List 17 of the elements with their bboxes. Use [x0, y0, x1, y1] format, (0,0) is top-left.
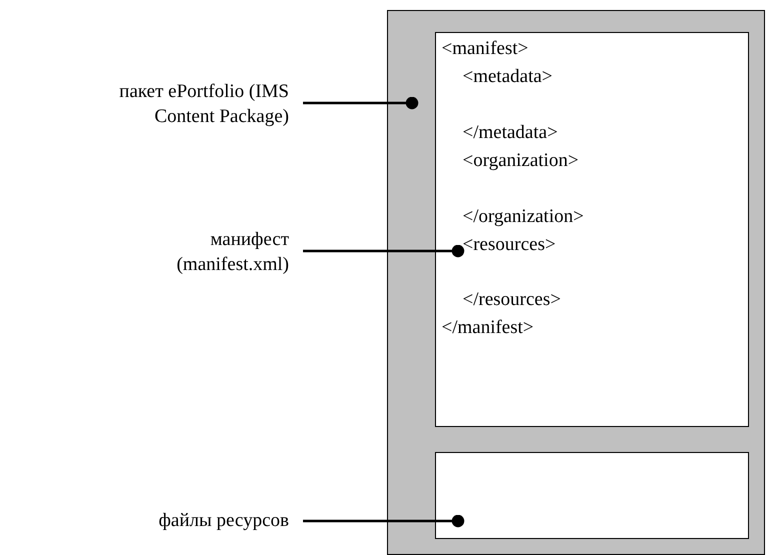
callout-label: файлы ресурсов [9, 508, 289, 533]
xml-tag: </organization> [462, 204, 584, 228]
xml-tag: <resources> [462, 232, 556, 256]
package-panel [387, 10, 765, 555]
callout-label: пакет ePortfolio (IMS Content Package) [89, 79, 289, 129]
leader-line [303, 244, 464, 258]
leader-line [303, 96, 418, 110]
xml-tag: </resources> [462, 288, 561, 312]
xml-tag: <metadata> [462, 64, 552, 88]
xml-tag: <organization> [462, 148, 579, 172]
xml-tag: </manifest> [442, 316, 534, 340]
xml-tag: <manifest> [442, 36, 528, 60]
manifest-box [434, 32, 748, 426]
callout-label: манифест (manifest.xml) [139, 227, 289, 277]
xml-tag: </metadata> [462, 120, 558, 144]
leader-line [303, 514, 464, 528]
resource-files-box [434, 452, 748, 538]
